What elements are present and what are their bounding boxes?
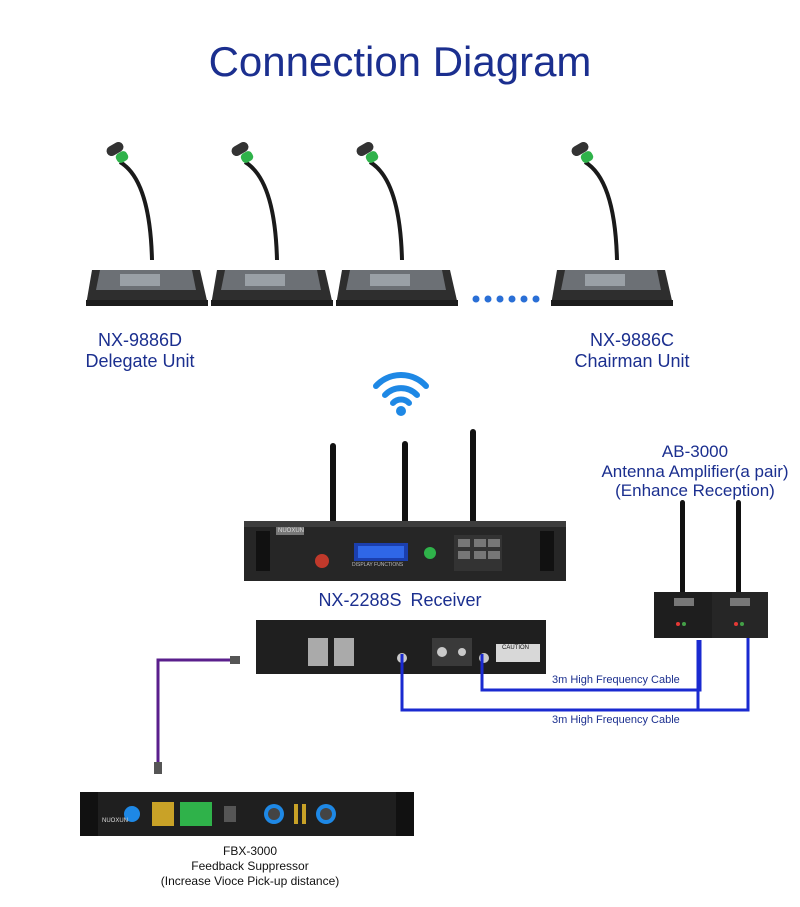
delegate-unit-3 xyxy=(336,142,458,306)
suppressor-brand: NUOXUN xyxy=(102,818,129,824)
delegate-role: Delegate Unit xyxy=(85,350,195,371)
amplifier-desc: Antenna Amplifier(a pair) xyxy=(601,461,789,481)
suppressor-role: Feedback Suppressor xyxy=(191,859,309,873)
chairman-role: Chairman Unit xyxy=(574,350,690,371)
wifi-icon xyxy=(373,372,429,416)
receiver-display-text: DISPLAY FUNCTIONS xyxy=(352,562,404,568)
page-title: Connection Diagram xyxy=(208,38,592,85)
delegate-unit-2 xyxy=(211,142,333,306)
delegate-unit-1 xyxy=(86,142,208,306)
amplifier-units xyxy=(654,500,768,638)
chairman-unit xyxy=(551,142,673,306)
chairman-label: NX-9886C Chairman Unit xyxy=(552,330,712,371)
receiver-brand: NUOXUN xyxy=(278,528,305,534)
receiver-model: NX-2288S xyxy=(318,590,402,610)
amplifier-label: AB-3000 Antenna Amplifier(a pair) (Enhan… xyxy=(590,442,800,501)
long-cable xyxy=(400,638,750,712)
chairman-model: NX-9886C xyxy=(589,330,675,350)
receiver-role: Receiver xyxy=(410,590,482,610)
amplifier-model: AB-3000 xyxy=(661,442,729,461)
delegate-label: NX-9886D Delegate Unit xyxy=(60,330,220,371)
delegate-model: NX-9886D xyxy=(97,330,183,350)
suppressor-model: FBX-3000 xyxy=(222,844,278,858)
receiver-label: NX-2288S Receiver xyxy=(290,590,510,611)
cable-b-label: 3m High Frequency Cable xyxy=(552,714,680,726)
more-units-ellipsis xyxy=(472,295,540,303)
receiver-front-panel xyxy=(244,429,566,581)
suppressor-label: FBX-3000 Feedback Suppressor (Increase V… xyxy=(130,844,370,889)
caution-label: CAUTION xyxy=(502,645,529,651)
suppressor-note: (Increase Vioce Pick-up distance) xyxy=(160,874,340,888)
amplifier-note: (Enhance Reception) xyxy=(615,481,775,501)
cable-a-label: 3m High Frequency Cable xyxy=(552,674,680,686)
feedback-suppressor-device xyxy=(80,792,414,836)
